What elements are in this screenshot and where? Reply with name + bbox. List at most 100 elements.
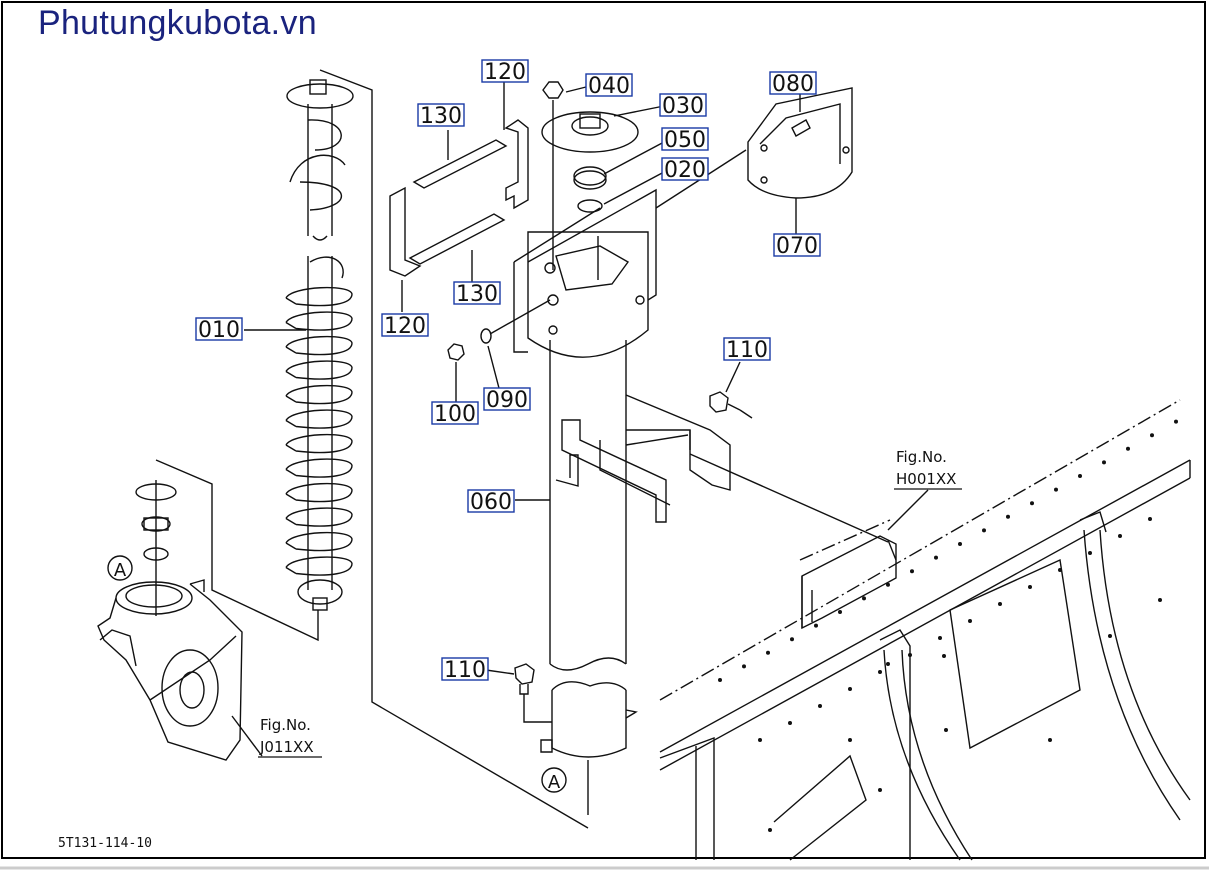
rivet-hole: [1088, 551, 1092, 555]
rivet-hole: [1030, 501, 1034, 506]
fig-ref-right: Fig.No. H001XX: [894, 448, 962, 490]
fig-ref-left: Fig.No. J011XX: [258, 716, 322, 758]
fig-ref-left-number: J011XX: [259, 738, 314, 756]
part-label-120-top: 120: [481, 59, 529, 85]
part-number-120-top: 120: [484, 60, 526, 85]
auger-flight: [285, 384, 353, 405]
rivet-hole: [1028, 585, 1032, 589]
rivet-hole: [886, 582, 890, 587]
rivet-hole: [910, 569, 914, 574]
marker-a-circle-bottom: [541, 767, 567, 793]
auger-flight: [285, 360, 353, 380]
rivet-hole: [814, 623, 818, 628]
rivet-hole: [982, 528, 986, 533]
marker-a-bottom: A: [548, 772, 561, 793]
part-number-130-bottom: 130: [456, 282, 498, 307]
part-number-020: 020: [664, 158, 706, 183]
rivet-hole: [1148, 517, 1152, 521]
rivet-hole: [1054, 487, 1058, 492]
auger-flight: [285, 482, 353, 503]
part-number-010: 010: [198, 318, 240, 343]
rivet-hole: [848, 738, 852, 742]
site-watermark: Phutungkubota.vn: [38, 4, 317, 42]
rivet-hole: [862, 596, 866, 601]
auger-flight: [285, 286, 353, 307]
auger-pipe-drawing: [513, 188, 731, 815]
rivet-hole: [938, 636, 942, 640]
auger-screw-drawing: [285, 79, 354, 611]
rivet-hole: [742, 664, 746, 669]
part-label-010: 010: [195, 317, 243, 343]
marker-a-top: A: [114, 560, 127, 581]
part-label-110-lower: 110: [441, 657, 489, 683]
rivet-hole: [958, 542, 962, 546]
rivet-hole: [1174, 419, 1178, 424]
part-number-040: 040: [588, 74, 630, 99]
rivet-hole: [934, 555, 938, 560]
fig-ref-right-number: H001XX: [896, 470, 956, 488]
auger-flight: [285, 409, 353, 429]
rivet-hole: [1150, 433, 1154, 438]
rivet-hole: [848, 687, 852, 691]
rivet-hole: [1102, 460, 1106, 465]
rivet-hole: [766, 650, 770, 655]
rivet-hole: [878, 670, 882, 674]
part-number-030: 030: [662, 94, 704, 119]
part-number-090: 090: [486, 388, 528, 413]
part-label-030: 030: [659, 93, 707, 119]
leader-lines: [155, 69, 929, 829]
part-label-020: 020: [661, 157, 709, 183]
auger-flight: [285, 335, 353, 356]
frame-structure-drawing: [659, 399, 1191, 861]
rivet-hole: [1126, 446, 1130, 451]
part-label-100: 100: [431, 401, 479, 427]
rivet-hole: [944, 728, 948, 732]
rivet-hole: [790, 637, 794, 642]
rivet-hole: [998, 602, 1002, 606]
diagram-border: [1, 1, 1206, 859]
auger-flight: [285, 531, 353, 552]
rivet-hole: [1048, 738, 1052, 742]
part-label-060: 060: [467, 489, 515, 515]
part-labels: 010 020 030 040 050 060 070 080: [195, 59, 821, 683]
auger-flight: [285, 311, 353, 331]
seal-strips-drawing: [389, 119, 529, 277]
part-number-130-top: 130: [420, 104, 462, 129]
part-label-130-bottom: 130: [453, 281, 501, 307]
rivet-hole: [878, 788, 882, 792]
gearbox-housing-drawing: [97, 483, 243, 761]
part-number-070: 070: [776, 234, 818, 259]
part-number-100: 100: [434, 402, 476, 427]
rivet-hole: [1118, 534, 1122, 538]
rivet-hole: [1158, 598, 1162, 602]
part-number-110-lower: 110: [444, 658, 486, 683]
rivet-hole: [768, 828, 772, 832]
auger-flight: [285, 507, 353, 527]
rivet-hole: [968, 619, 972, 623]
auger-flight: [285, 433, 353, 454]
rivet-hole: [1058, 568, 1062, 572]
part-number-080: 080: [772, 72, 814, 97]
rivet-hole: [788, 721, 792, 725]
top-bearing-drawing: [541, 81, 639, 280]
part-label-110-upper: 110: [723, 337, 771, 363]
fig-ref-left-label: Fig.No.: [260, 716, 311, 734]
rivet-hole: [942, 654, 946, 658]
part-label-090: 090: [483, 387, 531, 413]
part-label-130-top: 130: [417, 103, 465, 129]
part-label-050: 050: [661, 127, 709, 153]
part-label-040: 040: [585, 73, 633, 99]
part-number-060: 060: [470, 490, 512, 515]
auger-flight: [285, 556, 353, 576]
rivet-hole: [908, 653, 912, 657]
rivet-hole: [1108, 634, 1112, 638]
part-label-080: 080: [769, 71, 817, 97]
rivet-hole: [838, 610, 842, 614]
part-number-110-upper: 110: [726, 338, 768, 363]
rivet-hole: [1078, 474, 1082, 478]
part-number-050: 050: [664, 128, 706, 153]
linework: [97, 69, 1191, 861]
auger-flight: [285, 458, 353, 478]
